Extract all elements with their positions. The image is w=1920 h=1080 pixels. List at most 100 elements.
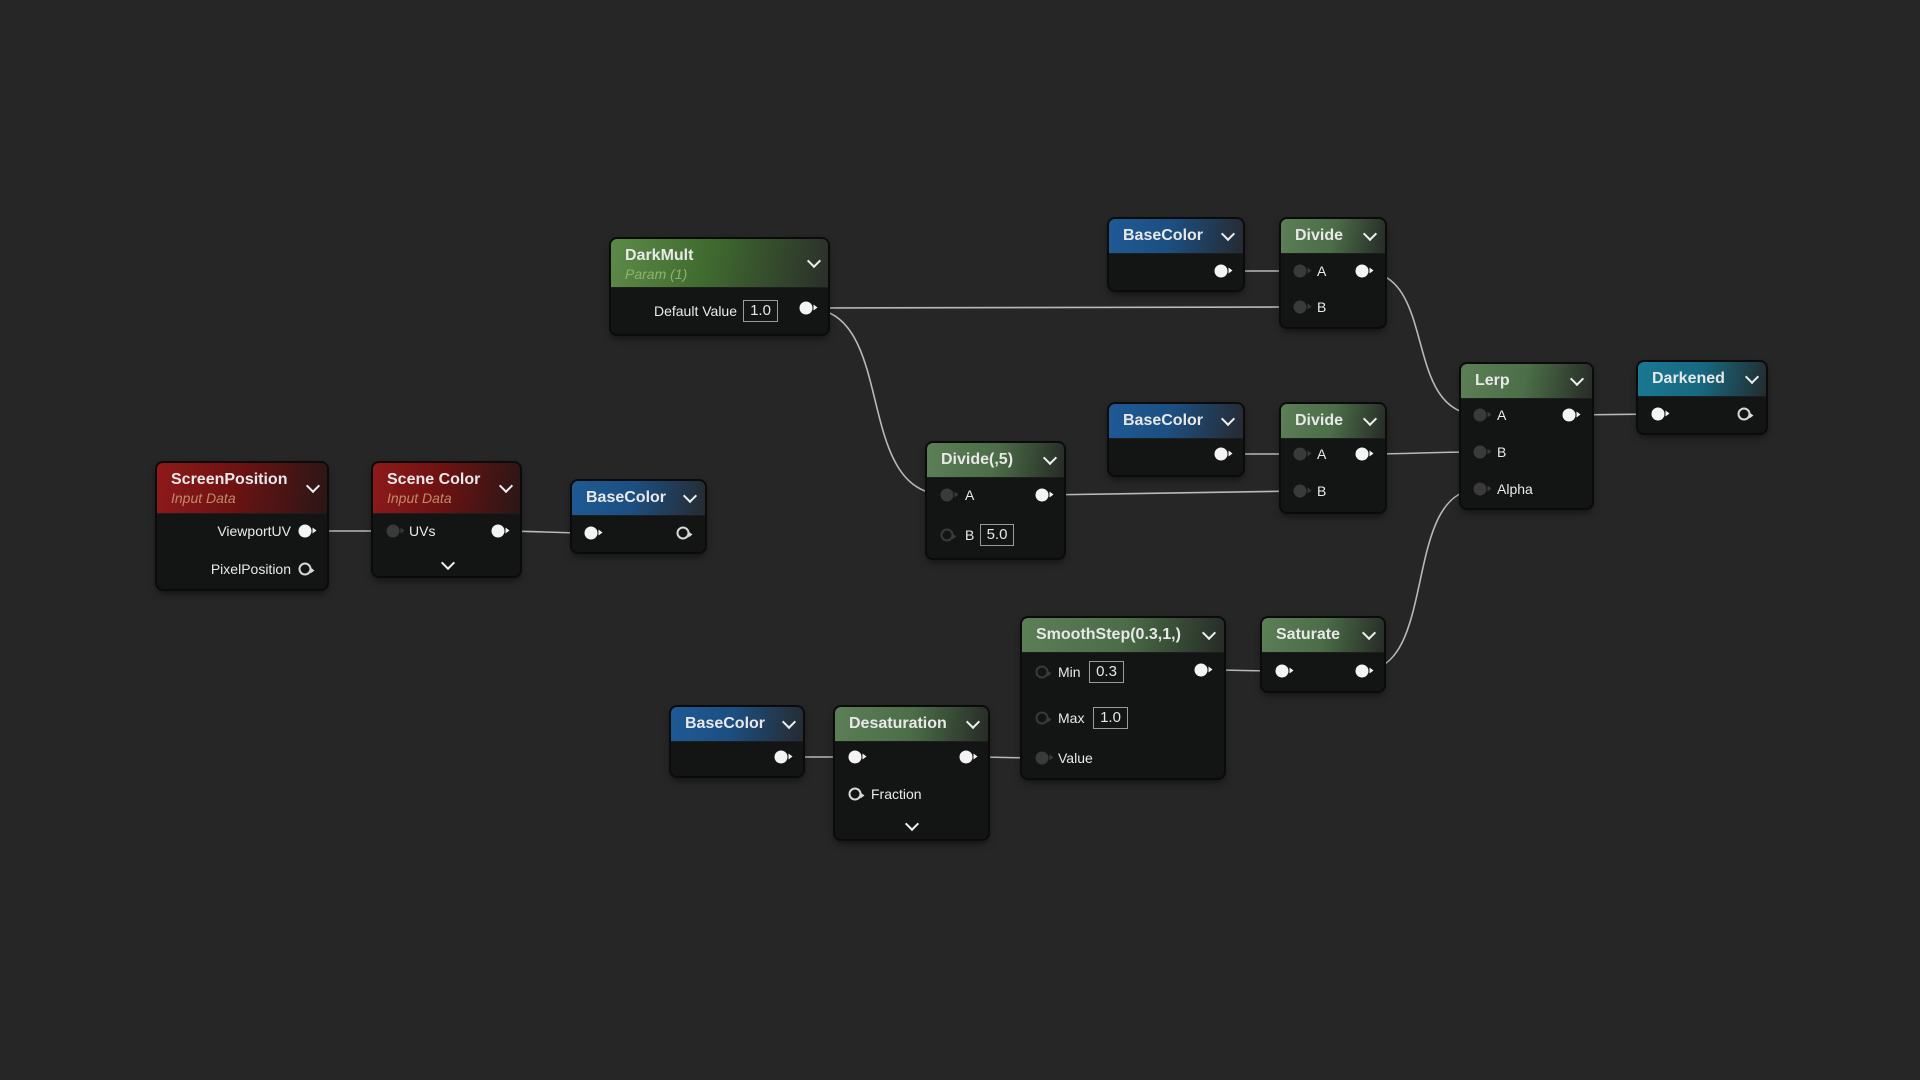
output-pin[interactable] [1355, 664, 1374, 678]
chevron-down-icon[interactable] [781, 714, 797, 730]
input-pin-max[interactable] [1035, 711, 1052, 725]
input-pin-b[interactable] [940, 528, 957, 542]
chevron-down-icon[interactable] [1220, 226, 1236, 242]
node-smoothstep[interactable]: SmoothStep(0.3,1,) Min 0.3 Max 1.0 Value [1022, 618, 1224, 778]
chevron-down-icon[interactable] [1201, 625, 1217, 641]
output-pin[interactable] [1194, 663, 1213, 677]
node-saturate[interactable]: Saturate [1262, 618, 1384, 691]
pin-label-a: A [965, 487, 975, 503]
pin-label-pixelposition: PixelPosition [210, 561, 291, 577]
output-pin[interactable] [1214, 447, 1233, 461]
chevron-down-icon[interactable] [1569, 371, 1585, 387]
node-header[interactable]: Desaturation [835, 707, 988, 742]
input-pin-alpha[interactable] [1473, 482, 1492, 496]
input-pin[interactable] [584, 526, 603, 540]
chevron-down-icon[interactable] [1220, 411, 1236, 427]
node-title: Desaturation [849, 715, 947, 732]
chevron-down-icon[interactable] [1362, 226, 1378, 242]
node-header[interactable]: Darkened [1638, 362, 1766, 397]
input-pin-b[interactable] [1473, 445, 1492, 459]
output-pin-pixelposition[interactable] [298, 562, 315, 576]
node-header[interactable]: BaseColor [1109, 219, 1243, 254]
output-pin[interactable] [491, 524, 510, 538]
output-pin[interactable] [1035, 488, 1054, 502]
node-screen-position[interactable]: ScreenPosition Input Data ViewportUV Pix… [157, 463, 327, 589]
min-value-input[interactable]: 0.3 [1089, 661, 1124, 683]
node-divide-top[interactable]: Divide A B [1281, 219, 1385, 327]
node-title: BaseColor [1123, 412, 1204, 429]
node-header[interactable]: BaseColor [1109, 404, 1243, 439]
node-lerp[interactable]: Lerp A B Alpha [1461, 364, 1592, 508]
expand-chevron-icon[interactable] [440, 555, 456, 571]
node-header[interactable]: BaseColor [572, 481, 705, 516]
node-basecolor-mid[interactable]: BaseColor [1109, 404, 1243, 475]
node-divide-mid[interactable]: Divide A B [1281, 404, 1385, 512]
node-divide-5[interactable]: Divide(,5) A B 5.0 [927, 443, 1064, 558]
node-title: DarkMult [625, 247, 694, 264]
node-darkmult-param[interactable]: DarkMult Param (1) Default Value 1.0 [611, 239, 828, 334]
node-header[interactable]: Lerp [1461, 364, 1592, 399]
b-value-input[interactable]: 5.0 [980, 524, 1014, 546]
input-pin-a[interactable] [1293, 447, 1312, 461]
chevron-down-icon[interactable] [498, 478, 514, 494]
node-darkened-output[interactable]: Darkened [1638, 362, 1766, 433]
output-pin[interactable] [1562, 408, 1581, 422]
input-pin-value[interactable] [1035, 751, 1054, 765]
chevron-down-icon[interactable] [965, 714, 981, 730]
output-pin[interactable] [959, 750, 978, 764]
output-pin[interactable] [774, 750, 793, 764]
input-pin-fraction[interactable] [848, 787, 865, 801]
chevron-down-icon[interactable] [1744, 369, 1760, 385]
node-title: BaseColor [586, 489, 667, 506]
node-header[interactable]: BaseColor [671, 707, 803, 742]
node-header[interactable]: Divide(,5) [927, 443, 1064, 478]
default-value-input[interactable]: 1.0 [743, 300, 778, 322]
node-header[interactable]: Scene Color Input Data [373, 463, 520, 514]
input-pin[interactable] [1275, 664, 1294, 678]
node-basecolor-bottom[interactable]: BaseColor [671, 707, 803, 776]
output-pin[interactable] [1214, 264, 1233, 278]
input-pin[interactable] [1651, 407, 1670, 421]
input-pin-b[interactable] [1293, 300, 1312, 314]
chevron-down-icon[interactable] [1362, 411, 1378, 427]
chevron-down-icon[interactable] [305, 478, 321, 494]
output-pin-viewportuv[interactable] [298, 524, 317, 538]
default-value-label: Default Value [653, 303, 737, 319]
input-pin-a[interactable] [940, 488, 959, 502]
chevron-down-icon[interactable] [682, 488, 698, 504]
output-pin[interactable] [1737, 407, 1754, 421]
output-pin[interactable] [1355, 264, 1374, 278]
input-pin-min[interactable] [1035, 665, 1052, 679]
node-header[interactable]: SmoothStep(0.3,1,) [1022, 618, 1224, 653]
input-pin-uvs[interactable] [386, 524, 405, 538]
chevron-down-icon[interactable] [1042, 450, 1058, 466]
pin-label-min: Min [1058, 664, 1081, 680]
node-title: Divide(,5) [941, 451, 1014, 468]
chevron-down-icon[interactable] [1361, 625, 1377, 641]
input-pin-a[interactable] [1473, 408, 1492, 422]
output-pin[interactable] [799, 301, 818, 315]
input-pin-b[interactable] [1293, 484, 1312, 498]
node-basecolor-reroute[interactable]: BaseColor [572, 481, 705, 552]
output-pin[interactable] [1355, 447, 1374, 461]
input-pin-a[interactable] [1293, 264, 1312, 278]
max-value-input[interactable]: 1.0 [1093, 707, 1128, 729]
input-pin[interactable] [848, 750, 867, 764]
node-desaturation[interactable]: Desaturation Fraction [835, 707, 988, 839]
expand-chevron-icon[interactable] [904, 816, 920, 832]
output-pin[interactable] [676, 526, 693, 540]
pin-label-b: B [1317, 299, 1327, 315]
node-header[interactable]: ScreenPosition Input Data [157, 463, 327, 514]
pin-label-value: Value [1058, 750, 1093, 766]
chevron-down-icon[interactable] [806, 253, 822, 269]
node-header[interactable]: DarkMult Param (1) [611, 239, 828, 288]
node-header[interactable]: Divide [1281, 404, 1385, 439]
pin-label-viewportuv: ViewportUV [217, 523, 291, 539]
node-title: BaseColor [1123, 227, 1204, 244]
wire-darkmult-to-divide5-a [805, 307, 948, 496]
node-basecolor-top[interactable]: BaseColor [1109, 219, 1243, 290]
node-header[interactable]: Divide [1281, 219, 1385, 254]
node-header[interactable]: Saturate [1262, 618, 1384, 653]
node-scene-color[interactable]: Scene Color Input Data UVs [373, 463, 520, 576]
wire-divide-top-to-lerp-a [1361, 270, 1481, 416]
